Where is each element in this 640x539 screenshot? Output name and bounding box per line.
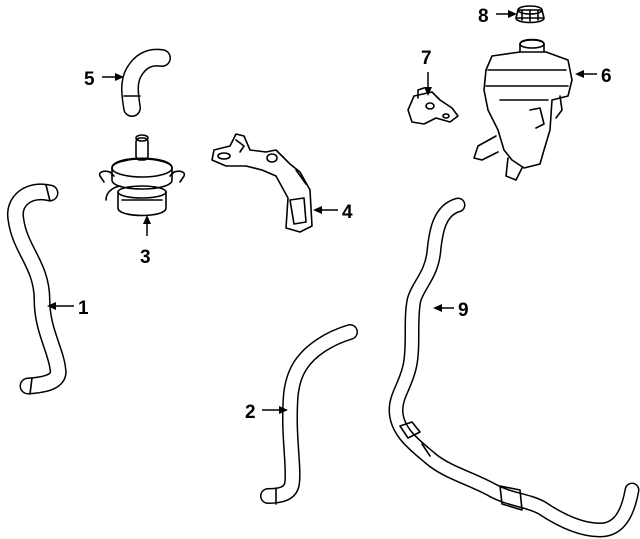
callout-8-label: 8 [478,6,489,27]
part-9-hose-assembly [388,197,640,538]
part-1-hose [7,183,67,395]
callout-2-label: 2 [245,402,256,423]
callout-2: 2 [245,402,288,423]
callout-6: 6 [575,66,612,87]
callout-1-label: 1 [78,298,89,319]
part-8-cap [515,5,545,24]
callout-8: 8 [478,6,517,27]
callout-4-label: 4 [342,202,353,223]
callout-7: 7 [421,48,432,96]
part-2-hose [260,324,358,505]
part-3-water-pump [98,134,186,217]
callout-1: 1 [47,298,89,319]
callout-9-label: 9 [458,300,469,321]
part-4-bracket [211,133,313,233]
callout-6-label: 6 [601,66,612,87]
callout-5: 5 [84,69,124,90]
callout-3-label: 3 [140,247,151,268]
callout-9: 9 [433,300,469,321]
callout-7-label: 7 [421,48,432,69]
part-7-bracket [407,87,459,125]
callout-4: 4 [313,202,353,223]
part-5-elbow-hose [121,48,171,117]
callout-5-label: 5 [84,69,95,90]
part-6-reservoir [473,38,573,181]
callout-3: 3 [140,215,151,268]
